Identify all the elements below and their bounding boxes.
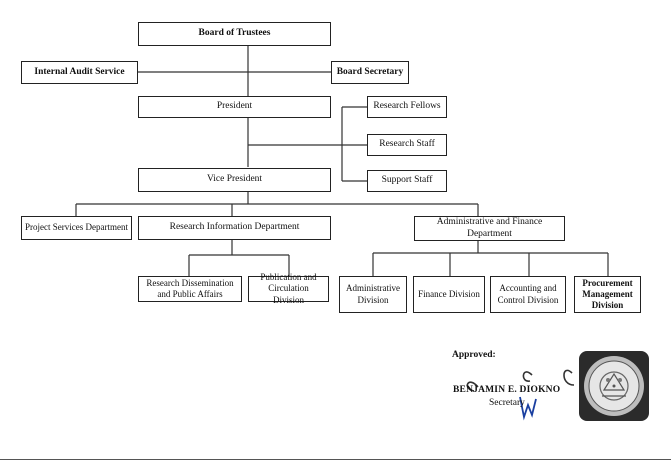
research-fellows-box: Research Fellows bbox=[367, 96, 447, 118]
board-of-trustees-box: Board of Trustees bbox=[138, 22, 331, 46]
bottom-divider bbox=[0, 459, 671, 460]
research-staff-box: Research Staff bbox=[367, 134, 447, 156]
research-dissemination-box: Research Dissemination and Public Affair… bbox=[138, 276, 242, 302]
approver-title: Secretary bbox=[489, 398, 525, 408]
support-staff-box: Support Staff bbox=[367, 170, 447, 192]
vice-president-box: Vice President bbox=[138, 168, 331, 192]
research-information-department-box: Research Information Department bbox=[138, 216, 331, 240]
administrative-and-finance-department-box: Administrative and Finance Department bbox=[414, 216, 565, 241]
approver-name: BENJAMIN E. DIOKNO bbox=[453, 385, 561, 395]
internal-audit-service-box: Internal Audit Service bbox=[21, 61, 138, 84]
official-seal-icon bbox=[579, 351, 649, 421]
accounting-and-control-division-box: Accounting and Control Division bbox=[490, 276, 566, 313]
administrative-division-box: Administrative Division bbox=[339, 276, 407, 313]
procurement-management-division-box: Procurement Management Division bbox=[574, 276, 641, 313]
signature-strokes bbox=[466, 369, 575, 421]
president-box: President bbox=[138, 96, 331, 118]
board-secretary-box: Board Secretary bbox=[331, 61, 409, 84]
approved-label: Approved: bbox=[452, 350, 496, 360]
publication-and-circulation-box: Publication and Circulation Division bbox=[248, 272, 329, 305]
project-services-department-box: Project Services Department bbox=[21, 216, 132, 240]
finance-division-box: Finance Division bbox=[413, 276, 485, 313]
